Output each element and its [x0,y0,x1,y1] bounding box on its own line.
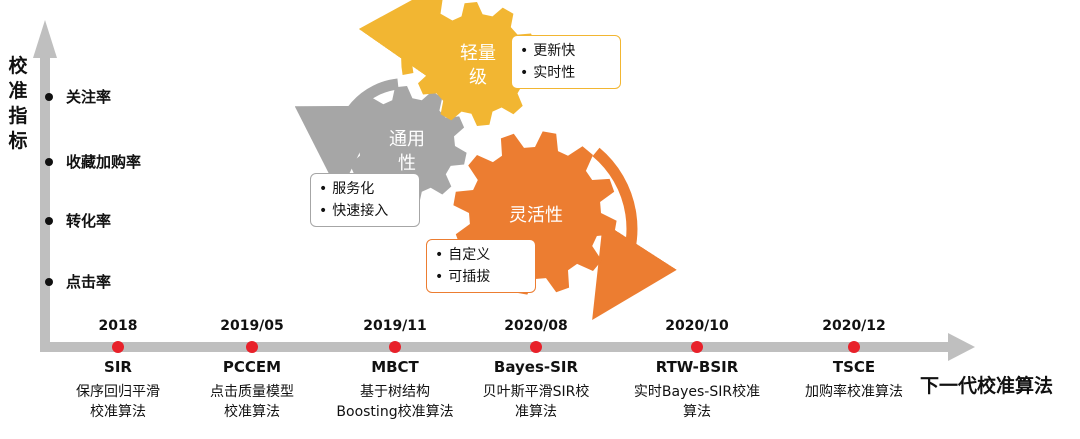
timeline-desc-line: Boosting校准算法 [336,404,454,420]
y-axis-label-char: 校 [8,55,28,77]
y-axis-label: 校 准 指 标 [6,54,30,154]
timeline-name: MBCT [371,358,419,376]
flexible-gear-label: 灵活性 [491,204,581,228]
timeline-marker [389,341,401,353]
timeline-desc-line: 算法 [683,404,711,420]
y-axis-label-char: 标 [8,130,28,152]
timeline-date: 2020/12 [822,318,886,334]
metric-label: 收藏加购率 [66,153,142,171]
timeline-name: RTW-BSIR [655,358,739,376]
y-axis-arrow [33,20,57,58]
timeline-desc-line: 点击质量模型 [210,384,294,400]
timeline-desc: 点击质量模型 校准算法 [172,382,332,422]
lightweight-cycle-arrow [358,0,446,80]
bullet-item: 更新快 [520,40,612,62]
bullet-item: 快速接入 [319,200,411,222]
x-axis-arrow [948,333,975,361]
timeline-marker [691,341,703,353]
timeline-markers [112,341,860,353]
timeline-date: 2019/05 [220,318,284,334]
lightweight-bullet-box: 更新快 实时性 [511,35,621,89]
flexible-cycle-arrow [592,147,677,320]
timeline-name: TSCE [832,358,876,376]
metric-dot [45,158,53,166]
timeline-desc: 保序回归平滑 校准算法 [38,382,198,422]
timeline-desc: 加购率校准算法 [774,382,934,402]
timeline-marker [848,341,860,353]
timeline-desc-line: 基于树结构 [360,384,430,400]
metric-dot [45,93,53,101]
timeline-name: SIR [104,358,132,376]
flexible-bullet-box: 自定义 可插拔 [426,239,536,293]
timeline-desc: 基于树结构 Boosting校准算法 [315,382,475,422]
y-axis-label-char: 准 [8,80,28,102]
bullet-item: 自定义 [435,244,527,266]
gear-label-line: 级 [469,67,487,88]
bullet-item: 服务化 [319,178,411,200]
timeline-desc-line: 准算法 [515,404,557,420]
timeline-desc: 贝叶斯平滑SIR校 准算法 [456,382,616,422]
metric-dot [45,217,53,225]
gear-shape [415,2,539,126]
general-bullet-box: 服务化 快速接入 [310,173,420,227]
lightweight-gear-label: 轻量 级 [446,42,510,90]
general-gear-label: 通用 性 [375,128,439,176]
timeline-marker [530,341,542,353]
lightweight-gear [415,2,539,126]
gear-label-line: 性 [398,153,416,174]
gear-label-line: 通用 [389,129,425,150]
bullet-item: 可插拔 [435,266,527,288]
timeline-desc-line: 贝叶斯平滑SIR校 [482,384,590,400]
metric-label: 转化率 [66,212,112,230]
timeline-marker [112,341,124,353]
metric-label: 点击率 [66,273,112,291]
bullet-item: 实时性 [520,62,612,84]
x-axis [40,342,952,352]
metric-dot [45,278,53,286]
timeline-date: 2019/11 [363,318,427,334]
timeline-desc-line: 校准算法 [90,404,146,420]
general-cycle-arrow [294,78,399,194]
timeline-date: 2020/10 [665,318,729,334]
timeline-desc-line: 加购率校准算法 [805,384,903,400]
gear-label-line: 轻量 [460,43,496,64]
y-axis [40,55,50,352]
y-axis-label-char: 指 [8,105,28,127]
x-axis-label: 下一代校准算法 [920,375,1054,397]
timeline-marker [246,341,258,353]
timeline-name: PCCEM [222,358,282,376]
timeline-desc-line: 保序回归平滑 [76,384,160,400]
timeline-date: 2020/08 [504,318,568,334]
timeline-desc-line: 校准算法 [224,404,280,420]
timeline-name: Bayes-SIR [493,358,579,376]
timeline-date: 2018 [98,318,138,334]
timeline-desc: 实时Bayes-SIR校准 算法 [617,382,777,422]
timeline-desc-line: 实时Bayes-SIR校准 [633,384,761,400]
gear-label-line: 灵活性 [509,205,563,226]
metric-label: 关注率 [66,88,112,106]
